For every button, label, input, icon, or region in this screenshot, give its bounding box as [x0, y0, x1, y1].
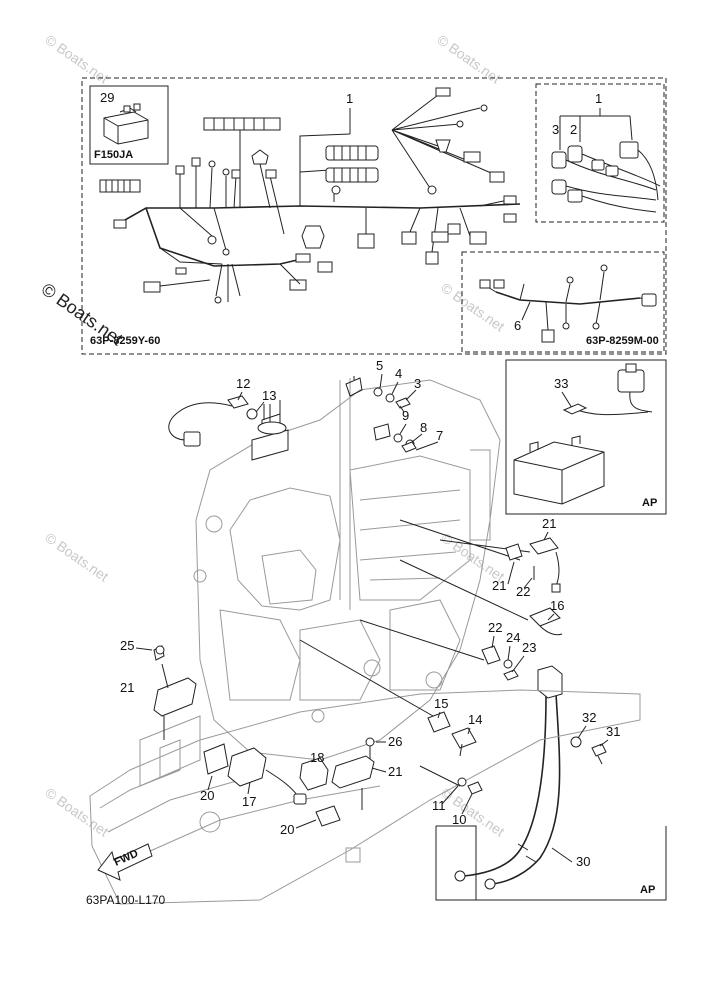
- watermark-text: © Boats.net: [42, 784, 111, 839]
- callout-9: 8: [420, 420, 427, 435]
- watermark-text: © Boats.net: [438, 529, 507, 584]
- callout-16: 15: [434, 696, 448, 711]
- callout-12: 11: [432, 798, 446, 813]
- callout-20a: 20: [200, 788, 214, 803]
- harness-main-code: 63P-8259Y-60: [90, 335, 160, 347]
- callout-23: 21: [542, 516, 556, 531]
- ap-box-33: AP 33: [505, 359, 667, 515]
- callout-31: 31: [606, 724, 620, 739]
- callout-18: 17: [242, 794, 256, 809]
- callout-22a: 25: [120, 638, 134, 653]
- ap-box-30: AP 30: [435, 665, 667, 901]
- watermark-text: © Boats.net: [42, 529, 111, 584]
- callout-20b: 20: [280, 822, 294, 837]
- callout-8: 7: [436, 428, 443, 443]
- callout-26: 22: [488, 620, 502, 635]
- ap-label: AP: [642, 497, 657, 509]
- callout-2: 2: [570, 122, 577, 137]
- callout-25: 22: [516, 584, 530, 599]
- callout-19: 18: [310, 750, 324, 765]
- callout-6: 5: [376, 358, 383, 373]
- inset-29-code: F150JA: [94, 149, 133, 161]
- callout-11: 10: [452, 812, 466, 827]
- inset-29-label: 29: [100, 90, 114, 105]
- engine-block: [89, 378, 641, 905]
- callout-13: 12: [236, 376, 250, 391]
- figure-code: 63PA100-L170: [86, 893, 166, 907]
- callout-3: 3: [552, 122, 559, 137]
- callout-28: 24: [506, 630, 520, 645]
- callout-17: 16: [550, 598, 564, 613]
- callout-32: 32: [582, 710, 596, 725]
- callout-1a: 1: [346, 91, 353, 106]
- callout-24: 21: [492, 578, 506, 593]
- callout-1b: 1: [595, 91, 602, 106]
- callout-5: 4: [395, 366, 402, 381]
- callout-27: 23: [522, 640, 536, 655]
- harness-box: 29 F150JA 63P-8259Y-60 63P-8259M-00: [81, 77, 667, 355]
- callout-30: 30: [576, 854, 590, 869]
- harness-sub-code: 63P-8259M-00: [586, 335, 659, 347]
- callout-21b: 21: [388, 764, 402, 779]
- callout-7: 6: [514, 318, 521, 333]
- parts-callouts: 12 13 5 4 3 9 8 7 21 21: [120, 358, 620, 837]
- callout-15: 14: [468, 712, 482, 727]
- callout-14: 13: [262, 388, 276, 403]
- callout-33: 33: [554, 376, 568, 391]
- callout-10: 9: [402, 408, 409, 423]
- callout-22b: 26: [388, 734, 402, 749]
- callout-21a: 21: [120, 680, 134, 695]
- callout-4: 3: [414, 376, 421, 391]
- ap-label: AP: [640, 884, 655, 896]
